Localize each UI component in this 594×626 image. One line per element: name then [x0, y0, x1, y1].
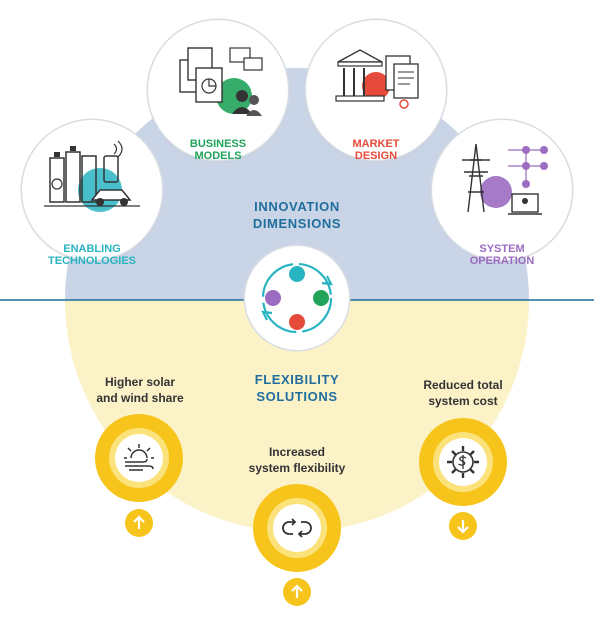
dimension-market-circle: [306, 20, 446, 160]
flex-link-icon: [282, 518, 312, 538]
dimension-market-line1: MARKET: [352, 138, 400, 150]
outcome-flex-line2: system flexibility: [248, 460, 346, 475]
documents-people-icon: [179, 47, 263, 116]
innovation-title-line2: DIMENSIONS: [252, 215, 342, 231]
dimension-business-circle: [148, 20, 288, 160]
dimension-system-line1: SYSTEM: [479, 243, 525, 255]
outcome-cost-line2: system cost: [428, 393, 498, 408]
dimension-system-circle: [432, 120, 572, 260]
dimension-enabling-line2: TECHNOLOGIES: [47, 255, 136, 268]
outcome-solar-arrow: [125, 509, 153, 537]
dimension-system-line2: OPERATION: [469, 255, 535, 268]
dimension-business-line1: BUSINESS: [189, 138, 247, 150]
outcome-flex-arrow: [283, 578, 311, 606]
down-arrow-icon: [457, 520, 469, 534]
outcome-solar-label: Higher solar and wind share: [70, 375, 210, 406]
center-cycle-circle: [245, 246, 349, 350]
cycle-icon: [261, 262, 333, 334]
outcome-cost-line1: Reduced total: [423, 378, 503, 392]
outcome-solar-line1: Higher solar: [104, 375, 176, 389]
cost-gear-icon: [447, 446, 479, 478]
dimension-system-label: SYSTEM OPERATION: [442, 243, 562, 268]
flexibility-title-line2: SOLUTIONS: [256, 388, 338, 404]
building-documents-icon: [335, 49, 419, 109]
outcome-cost-arrow: [449, 512, 477, 540]
dimension-market-line2: DESIGN: [354, 150, 398, 163]
dimension-enabling-line1: ENABLING: [63, 243, 121, 255]
outcome-cost-label: Reduced total system cost: [393, 378, 533, 409]
up-arrow-icon: [291, 584, 303, 598]
innovation-title: INNOVATION DIMENSIONS: [217, 199, 377, 232]
outcome-solar-line2: and wind share: [96, 390, 184, 405]
dimension-business-label: BUSINESS MODELS: [158, 138, 278, 163]
sun-wind-icon: [124, 444, 154, 471]
outcome-flex-line1: Increased: [268, 445, 326, 459]
innovation-title-line1: INNOVATION: [254, 199, 340, 214]
dimension-market-label: MARKET DESIGN: [316, 138, 436, 163]
dimension-business-line2: MODELS: [194, 150, 242, 163]
flexibility-title: FLEXIBILITY SOLUTIONS: [217, 372, 377, 405]
flexibility-title-line1: FLEXIBILITY: [254, 372, 340, 387]
outcome-flex-label: Increased system flexibility: [222, 445, 372, 476]
outcome-cost-badge: [419, 418, 507, 506]
outcome-solar-badge: [95, 414, 183, 502]
pylon-network-icon: [462, 143, 548, 215]
dimension-enabling-circle: [22, 120, 162, 260]
flexibility-region: [65, 300, 529, 532]
battery-ev-icon: [44, 140, 140, 212]
up-arrow-icon: [133, 515, 145, 529]
outcome-flex-badge: [253, 484, 341, 572]
dimension-enabling-label: ENABLING TECHNOLOGIES: [32, 243, 152, 268]
